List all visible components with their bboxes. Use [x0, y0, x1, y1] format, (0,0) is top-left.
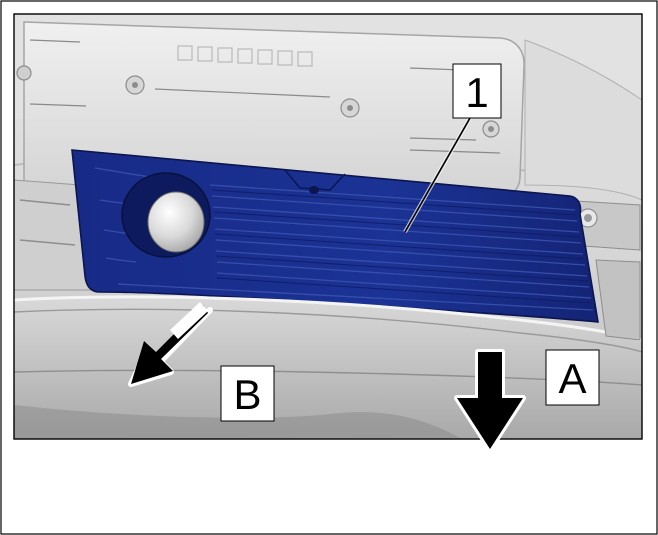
- callout-a: A: [545, 349, 600, 406]
- inner-frame: [13, 13, 643, 440]
- license-plate: [16, 21, 525, 198]
- direction-arrow-b: [128, 302, 213, 387]
- callout-a-label: A: [558, 355, 586, 402]
- callout-1-label: 1: [465, 69, 488, 116]
- callout-b-label: B: [233, 371, 261, 418]
- callout-b: B: [220, 365, 275, 422]
- direction-arrow-a: [454, 349, 526, 452]
- callout-1: 1: [452, 63, 502, 119]
